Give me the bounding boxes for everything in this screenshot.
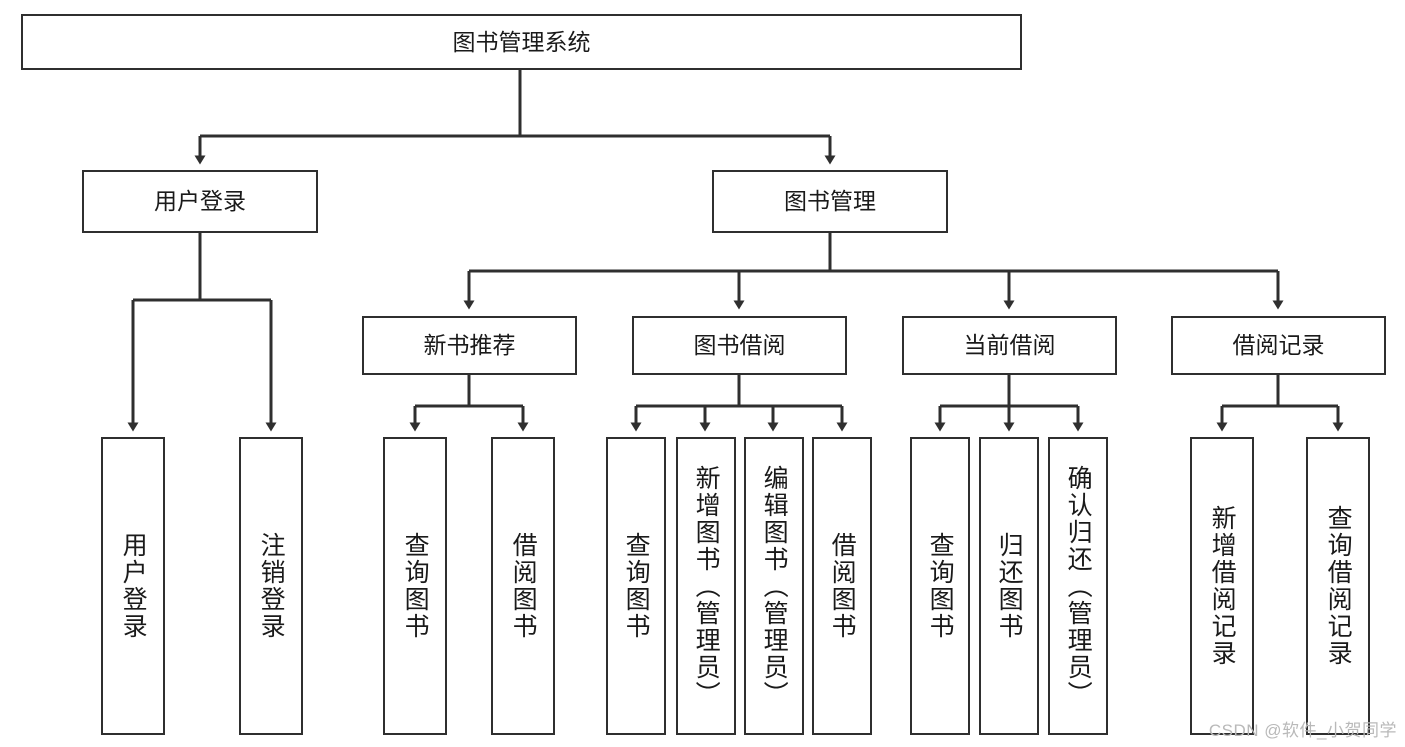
node-book-borrow-label: 图书借阅 bbox=[693, 332, 786, 359]
node-borrow-record-label: 借阅记录 bbox=[1232, 332, 1325, 359]
node-current-borrow[interactable]: 当前借阅 bbox=[902, 316, 1117, 375]
node-root-label: 图书管理系统 bbox=[452, 28, 591, 55]
node-leaf-borrow-book-1-label: 借阅图书 bbox=[509, 532, 538, 640]
node-leaf-confirm-return[interactable]: 确认归还（管理员） bbox=[1048, 437, 1108, 735]
node-book-manage[interactable]: 图书管理 bbox=[712, 170, 948, 233]
node-leaf-query-book-1[interactable]: 查询图书 bbox=[383, 437, 447, 735]
node-leaf-borrow-book-2[interactable]: 借阅图书 bbox=[812, 437, 872, 735]
node-leaf-query-record[interactable]: 查询借阅记录 bbox=[1306, 437, 1370, 735]
node-leaf-query-record-label: 查询借阅记录 bbox=[1324, 505, 1353, 667]
node-borrow-record[interactable]: 借阅记录 bbox=[1171, 316, 1386, 375]
node-leaf-edit-book[interactable]: 编辑图书（管理员） bbox=[744, 437, 804, 735]
node-leaf-add-book[interactable]: 新增图书（管理员） bbox=[676, 437, 736, 735]
node-leaf-add-book-label: 新增图书（管理员） bbox=[692, 464, 721, 708]
node-leaf-query-book-2-label: 查询图书 bbox=[622, 532, 651, 640]
node-current-borrow-label: 当前借阅 bbox=[963, 332, 1056, 359]
node-book-borrow[interactable]: 图书借阅 bbox=[632, 316, 847, 375]
node-leaf-borrow-book-2-label: 借阅图书 bbox=[828, 532, 857, 640]
node-leaf-return-book-label: 归还图书 bbox=[995, 532, 1024, 640]
node-leaf-return-book[interactable]: 归还图书 bbox=[979, 437, 1039, 735]
node-leaf-logout[interactable]: 注销登录 bbox=[239, 437, 303, 735]
node-new-book-recommend-label: 新书推荐 bbox=[423, 332, 516, 359]
node-leaf-query-book-1-label: 查询图书 bbox=[401, 532, 430, 640]
node-leaf-query-book-3-label: 查询图书 bbox=[926, 532, 955, 640]
node-leaf-borrow-book-1[interactable]: 借阅图书 bbox=[491, 437, 555, 735]
node-leaf-query-book-3[interactable]: 查询图书 bbox=[910, 437, 970, 735]
node-leaf-logout-label: 注销登录 bbox=[257, 532, 286, 640]
node-new-book-recommend[interactable]: 新书推荐 bbox=[362, 316, 577, 375]
node-leaf-add-record-label: 新增借阅记录 bbox=[1208, 505, 1237, 667]
node-root[interactable]: 图书管理系统 bbox=[21, 14, 1022, 70]
node-book-manage-label: 图书管理 bbox=[784, 188, 876, 215]
node-leaf-confirm-return-label: 确认归还（管理员） bbox=[1064, 464, 1093, 708]
node-leaf-add-record[interactable]: 新增借阅记录 bbox=[1190, 437, 1254, 735]
node-leaf-user-login[interactable]: 用户登录 bbox=[101, 437, 165, 735]
node-user-login-label: 用户登录 bbox=[154, 188, 246, 215]
node-leaf-edit-book-label: 编辑图书（管理员） bbox=[760, 464, 789, 708]
node-user-login[interactable]: 用户登录 bbox=[82, 170, 318, 233]
node-leaf-user-login-label: 用户登录 bbox=[119, 532, 148, 640]
node-leaf-query-book-2[interactable]: 查询图书 bbox=[606, 437, 666, 735]
